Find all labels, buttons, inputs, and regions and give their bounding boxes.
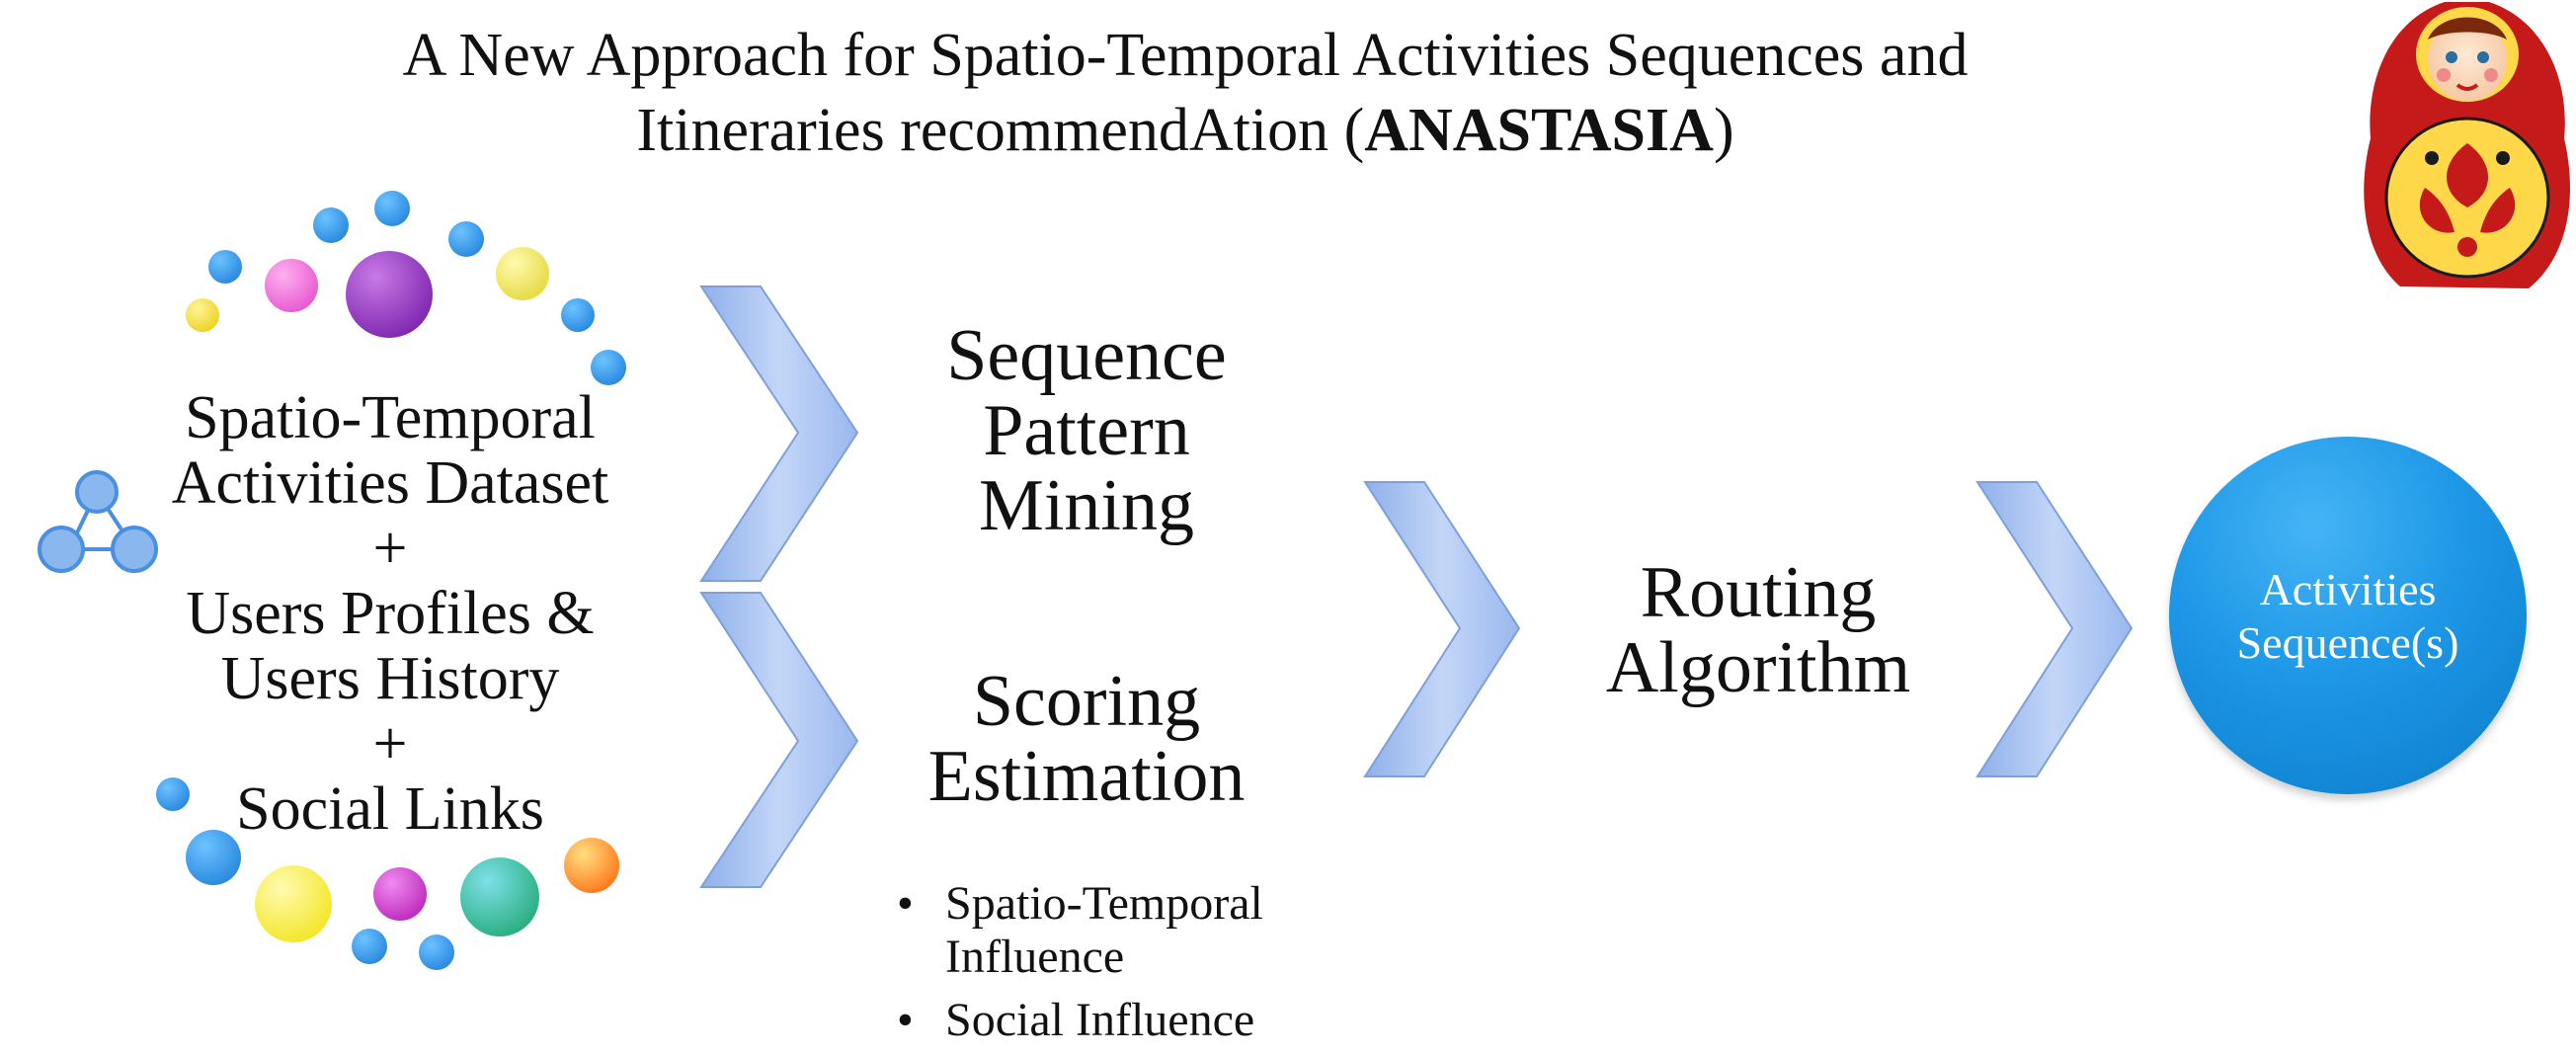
blue-ball xyxy=(374,191,410,226)
blue-ball xyxy=(419,935,454,970)
input-line: Spatio-Temporal xyxy=(185,384,596,451)
blue-ball xyxy=(561,298,595,332)
orange-ball xyxy=(564,838,619,893)
blue-ball xyxy=(352,929,387,964)
matryoshka-doll-icon xyxy=(2364,2,2570,288)
chevron-arrow-icon xyxy=(699,592,859,888)
scoring-factors-list: • Spatio-Temporal Influence • Social Inf… xyxy=(889,877,1263,1057)
blue-ball xyxy=(186,830,241,885)
output-circle xyxy=(2169,437,2527,794)
input-data-block: Spatio-Temporal Activities Dataset + Use… xyxy=(109,385,672,842)
plus-sign: + xyxy=(372,710,408,777)
input-line: Social Links xyxy=(236,775,544,843)
sequence-pattern-mining-label: Sequence Pattern Mining xyxy=(946,315,1227,546)
blue-ball xyxy=(208,250,242,284)
input-line: Users History xyxy=(220,645,560,712)
scoring-estimation-label: Scoring Estimation xyxy=(927,661,1246,817)
diagram-title: A New Approach for Spatio-Temporal Activ… xyxy=(0,18,2371,168)
blue-ball xyxy=(156,777,190,811)
pink-ball xyxy=(265,259,318,312)
teal-ball xyxy=(460,857,539,936)
blue-ball xyxy=(591,350,626,385)
output-label: Activities Sequence(s) xyxy=(2236,564,2459,668)
social-network-icon xyxy=(38,470,158,573)
list-item: • Social Influence xyxy=(897,994,1255,1046)
bullet-icon: • xyxy=(897,877,914,930)
title-line-2: Itineraries recommendAtion (ANASTASIA) xyxy=(636,97,1734,164)
title-line-1: A New Approach for Spatio-Temporal Activ… xyxy=(402,22,1969,89)
list-item: • Spatio-Temporal Influence xyxy=(897,877,1263,983)
blue-ball xyxy=(448,221,484,257)
bullet-icon: • xyxy=(897,994,914,1046)
routing-algorithm-label: Routing Algorithm xyxy=(1605,552,1911,708)
blue-ball xyxy=(313,207,349,243)
acronym: ANASTASIA xyxy=(1364,97,1714,164)
yellow-ball xyxy=(186,298,219,332)
chevron-arrow-icon xyxy=(699,285,859,582)
chevron-arrow-icon xyxy=(1975,481,2133,777)
input-line: Activities Dataset xyxy=(171,449,609,517)
yellow-ball xyxy=(255,865,332,942)
input-line: Users Profiles & xyxy=(186,580,595,647)
magenta-ball xyxy=(373,867,427,921)
chevron-arrow-icon xyxy=(1363,481,1521,777)
yellow-ball xyxy=(496,247,549,300)
plus-sign: + xyxy=(372,515,408,582)
purple-ball xyxy=(346,251,433,338)
